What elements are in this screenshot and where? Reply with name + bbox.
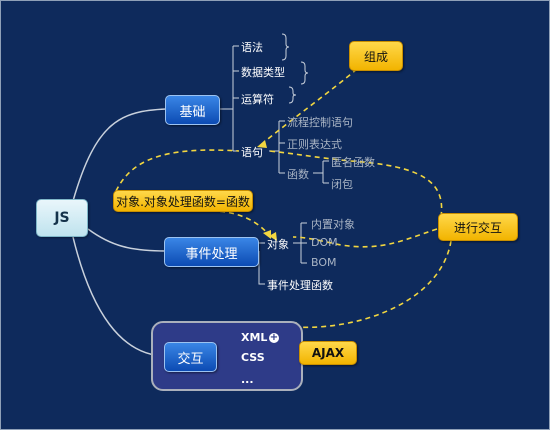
subtopic-event-handler[interactable]: 事件处理函数	[267, 279, 333, 292]
subtopic-datatypes[interactable]: 数据类型	[241, 66, 285, 79]
subtopic-css[interactable]: CSS	[241, 351, 265, 364]
summary-brace-2	[300, 61, 309, 85]
dashed-link-object-eq-basics	[115, 149, 240, 192]
main-topic-basics[interactable]: 基础	[165, 95, 220, 125]
callout-interact[interactable]: 进行交互	[438, 213, 518, 241]
subtopic-dom[interactable]: DOM	[311, 236, 338, 249]
subtopic-builtin-objects[interactable]: 内置对象	[311, 218, 355, 231]
subtopic-closure[interactable]: 闭包	[331, 178, 353, 191]
subtopic-bom[interactable]: BOM	[311, 256, 337, 269]
function-children-bracket	[313, 160, 329, 184]
branch-link-events	[87, 228, 167, 252]
expand-plus-icon[interactable]: +	[269, 332, 279, 343]
subtopic-anonymous-function[interactable]: 匿名函数	[331, 156, 375, 169]
summary-brace-1	[281, 33, 290, 61]
dashed-link-interact-statement	[268, 150, 443, 218]
subtopic-regex[interactable]: 正则表达式	[287, 138, 342, 151]
branch-link-interaction	[72, 236, 167, 357]
branch-link-basics	[72, 108, 167, 202]
callout-object-equals-function[interactable]: 对象.对象处理函数=函数	[113, 190, 253, 212]
arrowhead-object-eq	[269, 232, 277, 241]
arrowhead-statement	[257, 140, 267, 148]
subtopic-statements[interactable]: 语句	[241, 146, 263, 159]
arrowhead-events-object	[263, 230, 271, 239]
callout-ajax[interactable]: AJAX	[299, 341, 357, 365]
dashed-link-interact-xml	[292, 240, 452, 329]
subtopic-function[interactable]: 函数	[287, 168, 309, 181]
dashed-link-interact-events	[292, 228, 438, 248]
summary-brace-3	[288, 86, 297, 104]
subtopic-xml[interactable]: XML	[241, 331, 268, 344]
root-node[interactable]: JS	[36, 199, 88, 237]
main-topic-interaction[interactable]: 交互	[164, 342, 217, 372]
basics-children-bracket	[219, 45, 239, 152]
main-topic-events[interactable]: 事件处理	[164, 237, 259, 267]
subtopic-syntax[interactable]: 语法	[241, 41, 263, 54]
subtopic-more[interactable]: ...	[241, 373, 254, 386]
object-children-bracket	[293, 222, 307, 264]
events-children-bracket	[258, 242, 265, 285]
statement-children-bracket	[269, 120, 285, 174]
dashed-link-object-eq-events	[210, 210, 270, 236]
subtopic-object[interactable]: 对象	[267, 238, 289, 251]
subtopic-flow-control[interactable]: 流程控制语句	[287, 116, 353, 129]
dashed-link-composition	[262, 68, 358, 144]
subtopic-operators[interactable]: 运算符	[241, 93, 274, 106]
callout-composition[interactable]: 组成	[349, 41, 403, 71]
